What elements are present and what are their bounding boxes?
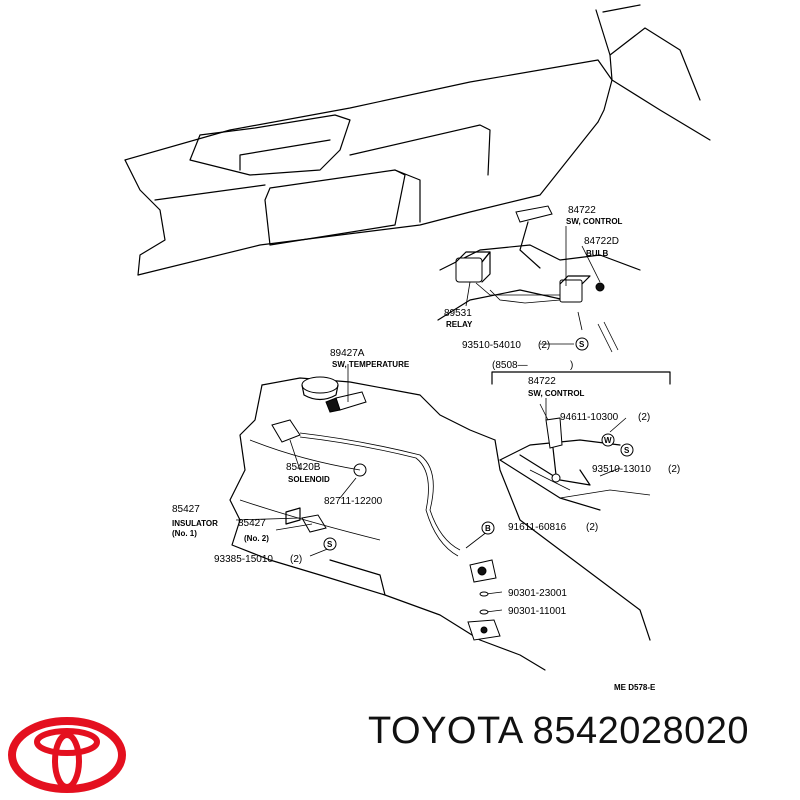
qty-2-a: (2) bbox=[538, 340, 550, 351]
desc-sw-control-mid: SW, CONTROL bbox=[528, 389, 585, 398]
part-94611-10300: 94611-10300 bbox=[560, 412, 619, 423]
desc-sw-control-top: SW, CONTROL bbox=[566, 217, 623, 226]
marker-b: B bbox=[485, 524, 491, 533]
desc-bulb: BULB bbox=[586, 249, 608, 258]
markers: S W S B S bbox=[323, 337, 634, 615]
part-labels: 84722 SW, CONTROL 84722D BULB 89531 RELA… bbox=[172, 205, 680, 692]
part-90301-23001: 90301-23001 bbox=[508, 588, 567, 599]
part-85427: 85427 bbox=[172, 504, 200, 515]
qty-2-b: (2) bbox=[638, 412, 650, 423]
part-85427-no2: 85427 bbox=[238, 518, 266, 529]
engine-block bbox=[229, 376, 651, 671]
part-8508: (8508— bbox=[492, 360, 528, 371]
part-93385-15010: 93385-15010 bbox=[214, 554, 273, 565]
part-84722d: 84722D bbox=[584, 236, 619, 247]
part-89427a: 89427A bbox=[330, 348, 365, 359]
dashboard-outline bbox=[124, 4, 711, 276]
part-84722-top: 84722 bbox=[568, 205, 596, 216]
desc-sw-temperature: SW, TEMPERATURE bbox=[332, 360, 410, 369]
qty-2-c: (2) bbox=[668, 464, 680, 475]
marker-s-3: S bbox=[327, 540, 333, 549]
leader-lines bbox=[235, 226, 627, 613]
part-89531: 89531 bbox=[444, 308, 472, 319]
part-85420b: 85420B bbox=[286, 462, 321, 473]
marker-s-1: S bbox=[579, 340, 585, 349]
desc-solenoid: SOLENOID bbox=[288, 475, 330, 484]
desc-no2: (No. 2) bbox=[244, 534, 269, 543]
shifter-inset bbox=[491, 371, 671, 511]
part-93510-13010: 93510-13010 bbox=[592, 464, 651, 475]
qty-2-d: (2) bbox=[586, 522, 598, 533]
part-93510-54010: 93510-54010 bbox=[462, 340, 521, 351]
desc-no1: (No. 1) bbox=[172, 529, 197, 538]
marker-w: W bbox=[604, 436, 612, 445]
desc-relay: RELAY bbox=[446, 320, 473, 329]
toyota-logo-icon bbox=[8, 717, 126, 793]
marker-s-2: S bbox=[624, 446, 630, 455]
brand-part-number: TOYOTA 8542028020 bbox=[368, 710, 750, 752]
part-90301-11001: 90301-11001 bbox=[508, 606, 567, 617]
diagram-ref-code: ME D578-E bbox=[614, 683, 656, 692]
relay-cluster bbox=[437, 205, 641, 331]
part-8508-close: ) bbox=[570, 360, 573, 371]
part-82711-12200: 82711-12200 bbox=[324, 496, 383, 507]
qty-2-e: (2) bbox=[290, 554, 302, 565]
desc-insulator: INSULATOR bbox=[172, 519, 218, 528]
part-84722-mid: 84722 bbox=[528, 376, 556, 387]
part-91611-60816: 91611-60816 bbox=[508, 522, 567, 533]
